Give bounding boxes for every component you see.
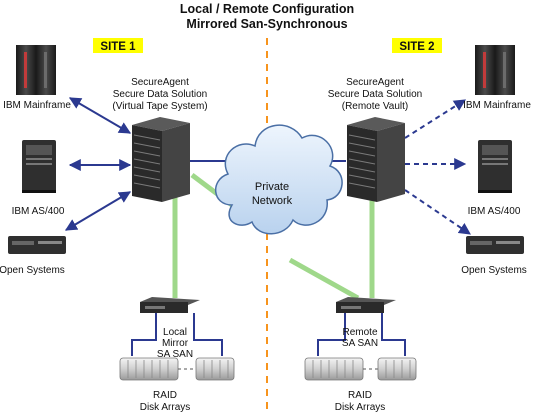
site2-badge-label: SITE 2 bbox=[399, 41, 434, 53]
site2-agent-line-2: Secure Data Solution bbox=[328, 89, 423, 100]
site2-mainframe-icon bbox=[475, 45, 515, 95]
site2-san-line-1: Remote bbox=[342, 327, 377, 338]
site2-open-systems-icon bbox=[466, 236, 524, 254]
site2-disk-array-icon bbox=[304, 357, 417, 381]
site1-raid-line-2: Disk Arrays bbox=[140, 402, 191, 413]
site2-arrows bbox=[404, 99, 471, 235]
site1-agent-line-3: (Virtual Tape System) bbox=[112, 101, 207, 112]
site1-server-icon bbox=[132, 117, 190, 202]
site1-agent-line-1: SecureAgent bbox=[131, 77, 189, 88]
site2-host-as400-label: IBM AS/400 bbox=[468, 206, 521, 217]
blue-links bbox=[131, 160, 406, 356]
site1-mainframe-icon bbox=[16, 45, 56, 95]
site2-as400-icon bbox=[478, 140, 512, 193]
network-label-1: Private bbox=[255, 181, 289, 193]
site2-raid-line-1: RAID bbox=[348, 390, 372, 401]
site2-raid-line-2: Disk Arrays bbox=[335, 402, 386, 413]
site1-san-line-2: Mirror bbox=[162, 338, 189, 349]
title-line-2: Mirrored San-Synchronous bbox=[186, 17, 347, 31]
site2-agent-line-1: SecureAgent bbox=[346, 77, 404, 88]
site2-host-mainframe-label: IBM Mainframe bbox=[463, 100, 531, 111]
title-line-1: Local / Remote Configuration bbox=[180, 2, 354, 16]
site2-server-icon bbox=[347, 117, 405, 202]
site1-san-line-3: SA SAN bbox=[157, 349, 193, 360]
site1-raid-line-1: RAID bbox=[153, 390, 177, 401]
site1-host-mainframe-label: IBM Mainframe bbox=[3, 100, 71, 111]
site2-agent-line-3: (Remote Vault) bbox=[342, 101, 409, 112]
site1-badge-label: SITE 1 bbox=[100, 41, 136, 53]
site1-as400-icon bbox=[22, 140, 56, 193]
site1-host-as400-label: IBM AS/400 bbox=[12, 206, 65, 217]
site1-san-line-1: Local bbox=[163, 327, 187, 338]
site1-disk-array-icon bbox=[119, 357, 235, 381]
private-network-cloud-icon: Private Network bbox=[214, 124, 343, 235]
green-links bbox=[172, 173, 375, 301]
site1-san-switch-icon bbox=[140, 297, 200, 313]
site2-san-line-2: SA SAN bbox=[342, 338, 378, 349]
site2-host-open-systems-label: Open Systems bbox=[461, 265, 527, 276]
site2-san-switch-icon bbox=[336, 297, 396, 313]
site2-badge: SITE 2 bbox=[392, 38, 442, 53]
site1-arrows bbox=[64, 97, 132, 231]
site1-agent-line-2: Secure Data Solution bbox=[113, 89, 208, 100]
site1-open-systems-icon bbox=[8, 236, 66, 254]
site1-badge: SITE 1 bbox=[93, 38, 143, 53]
network-label-2: Network bbox=[252, 195, 293, 207]
site1-host-open-systems-label: Open Systems bbox=[0, 265, 65, 276]
